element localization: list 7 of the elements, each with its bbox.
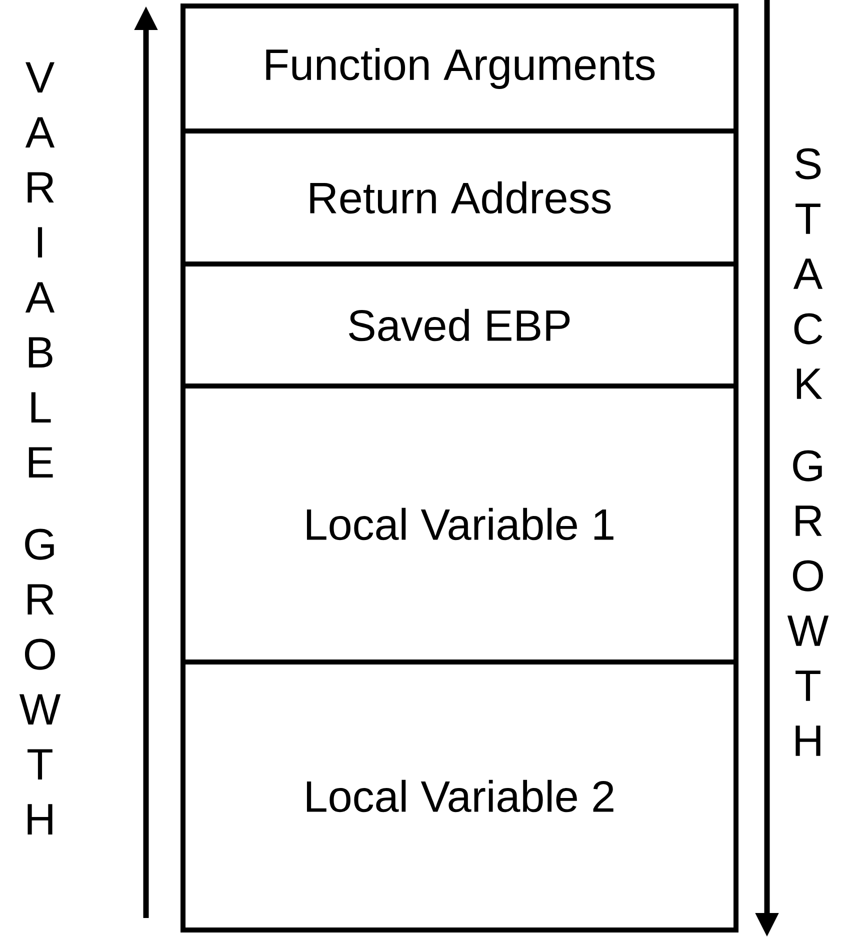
stack-frame-box: Local Variable 1 <box>180 384 738 664</box>
stack-frame-box: Saved EBP <box>180 262 738 388</box>
vertical-label: VARIABLE GROWTH <box>19 62 61 834</box>
vertical-label: STACK GROWTH <box>787 148 829 756</box>
stack-frame-box: Local Variable 2 <box>180 660 738 932</box>
stack-frame-box: Function Arguments <box>180 4 738 134</box>
stack-frame-box: Return Address <box>180 128 738 266</box>
